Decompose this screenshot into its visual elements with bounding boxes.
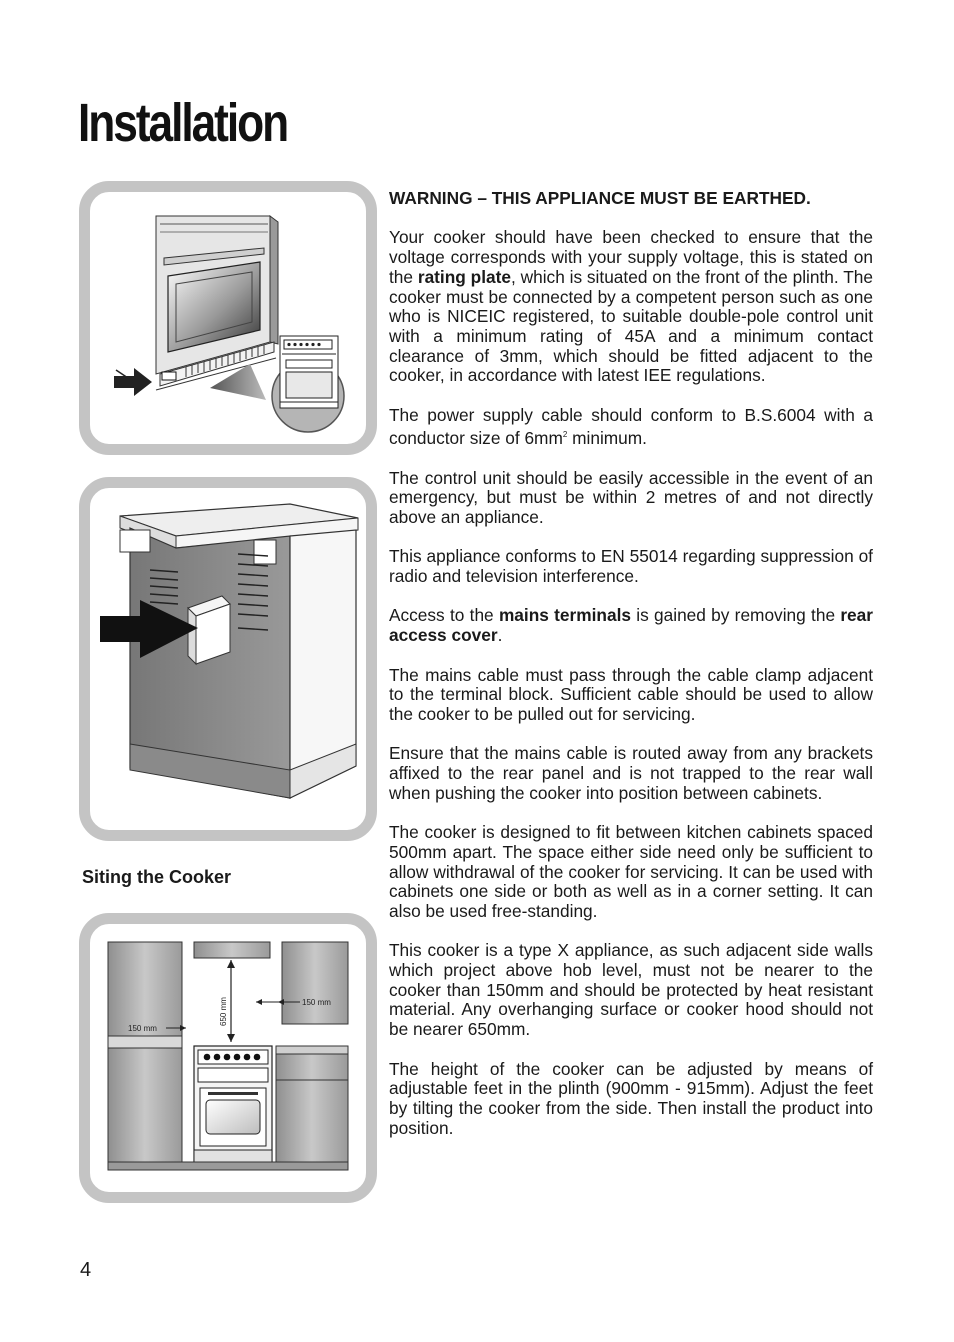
cable-clamp-paragraph: The mains cable must pass through the ca… [389, 664, 873, 724]
page-number: 4 [80, 1259, 92, 1281]
installation-text: WARNING – THIS APPLIANCE MUST BE EARTHED… [389, 188, 874, 1158]
siting-drawing: 150 mm 650 mm 150 mm [107, 941, 349, 1171]
height-adjust-paragraph: The height of the cooker can be adjusted… [389, 1058, 873, 1138]
mains-terminals-term: mains terminals [498, 605, 631, 626]
interference-paragraph: This appliance conforms to EN 55014 rega… [389, 546, 873, 587]
page-title: Installation [78, 93, 289, 153]
mains-terminals-paragraph: Access to the mains terminals is gained … [389, 605, 874, 646]
siting-illustration: 150 mm 650 mm 150 mm [79, 913, 377, 1203]
rear-access-cover-term: rear access cover [389, 605, 874, 646]
cable-routing-paragraph: Ensure that the mains cable is routed aw… [389, 743, 873, 803]
cabinet-spacing-paragraph: The cooker is designed to fit between ki… [389, 822, 873, 921]
control-unit-paragraph: The control unit should be easily access… [389, 467, 873, 527]
rating-plate-drawing [114, 215, 345, 433]
dim-150-right: 150 mm [302, 998, 331, 1007]
siting-heading: Siting the Cooker [82, 867, 232, 887]
rear-access-cover-drawing [100, 503, 359, 799]
cable-paragraph: The power supply cable should conform to… [389, 404, 873, 449]
rating-plate-term: rating plate [417, 266, 511, 287]
dim-650: 650 mm [219, 997, 228, 1026]
type-x-paragraph: This cooker is a type X appliance, as su… [389, 940, 873, 1040]
earthing-warning: WARNING – THIS APPLIANCE MUST BE EARTHED… [389, 188, 811, 208]
rating-plate-illustration [79, 181, 377, 455]
rear-access-cover-illustration [79, 477, 377, 841]
dim-150-left: 150 mm [128, 1024, 157, 1033]
voltage-paragraph: Your cooker should have been checked to … [389, 227, 873, 386]
